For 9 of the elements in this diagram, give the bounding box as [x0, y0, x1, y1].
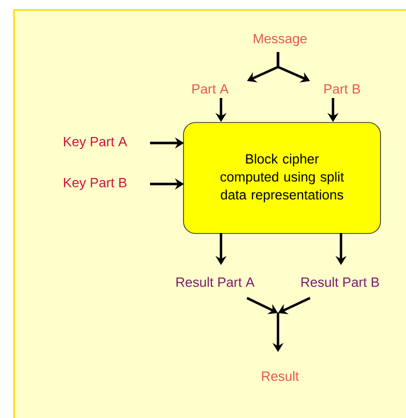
flow-label: Result: [262, 371, 299, 381]
flow-label: Key Part A: [64, 136, 128, 150]
flow-label: Key Part B: [64, 178, 126, 190]
flow-label: Result Part A: [176, 277, 255, 287]
process-box: Block cipher computed using split data representations: [183, 122, 381, 234]
flow-label: Part B: [324, 84, 360, 94]
flow-label: Part A: [192, 84, 229, 94]
flow-label: Message: [254, 34, 307, 46]
flow-label: Result Part B: [302, 277, 379, 287]
